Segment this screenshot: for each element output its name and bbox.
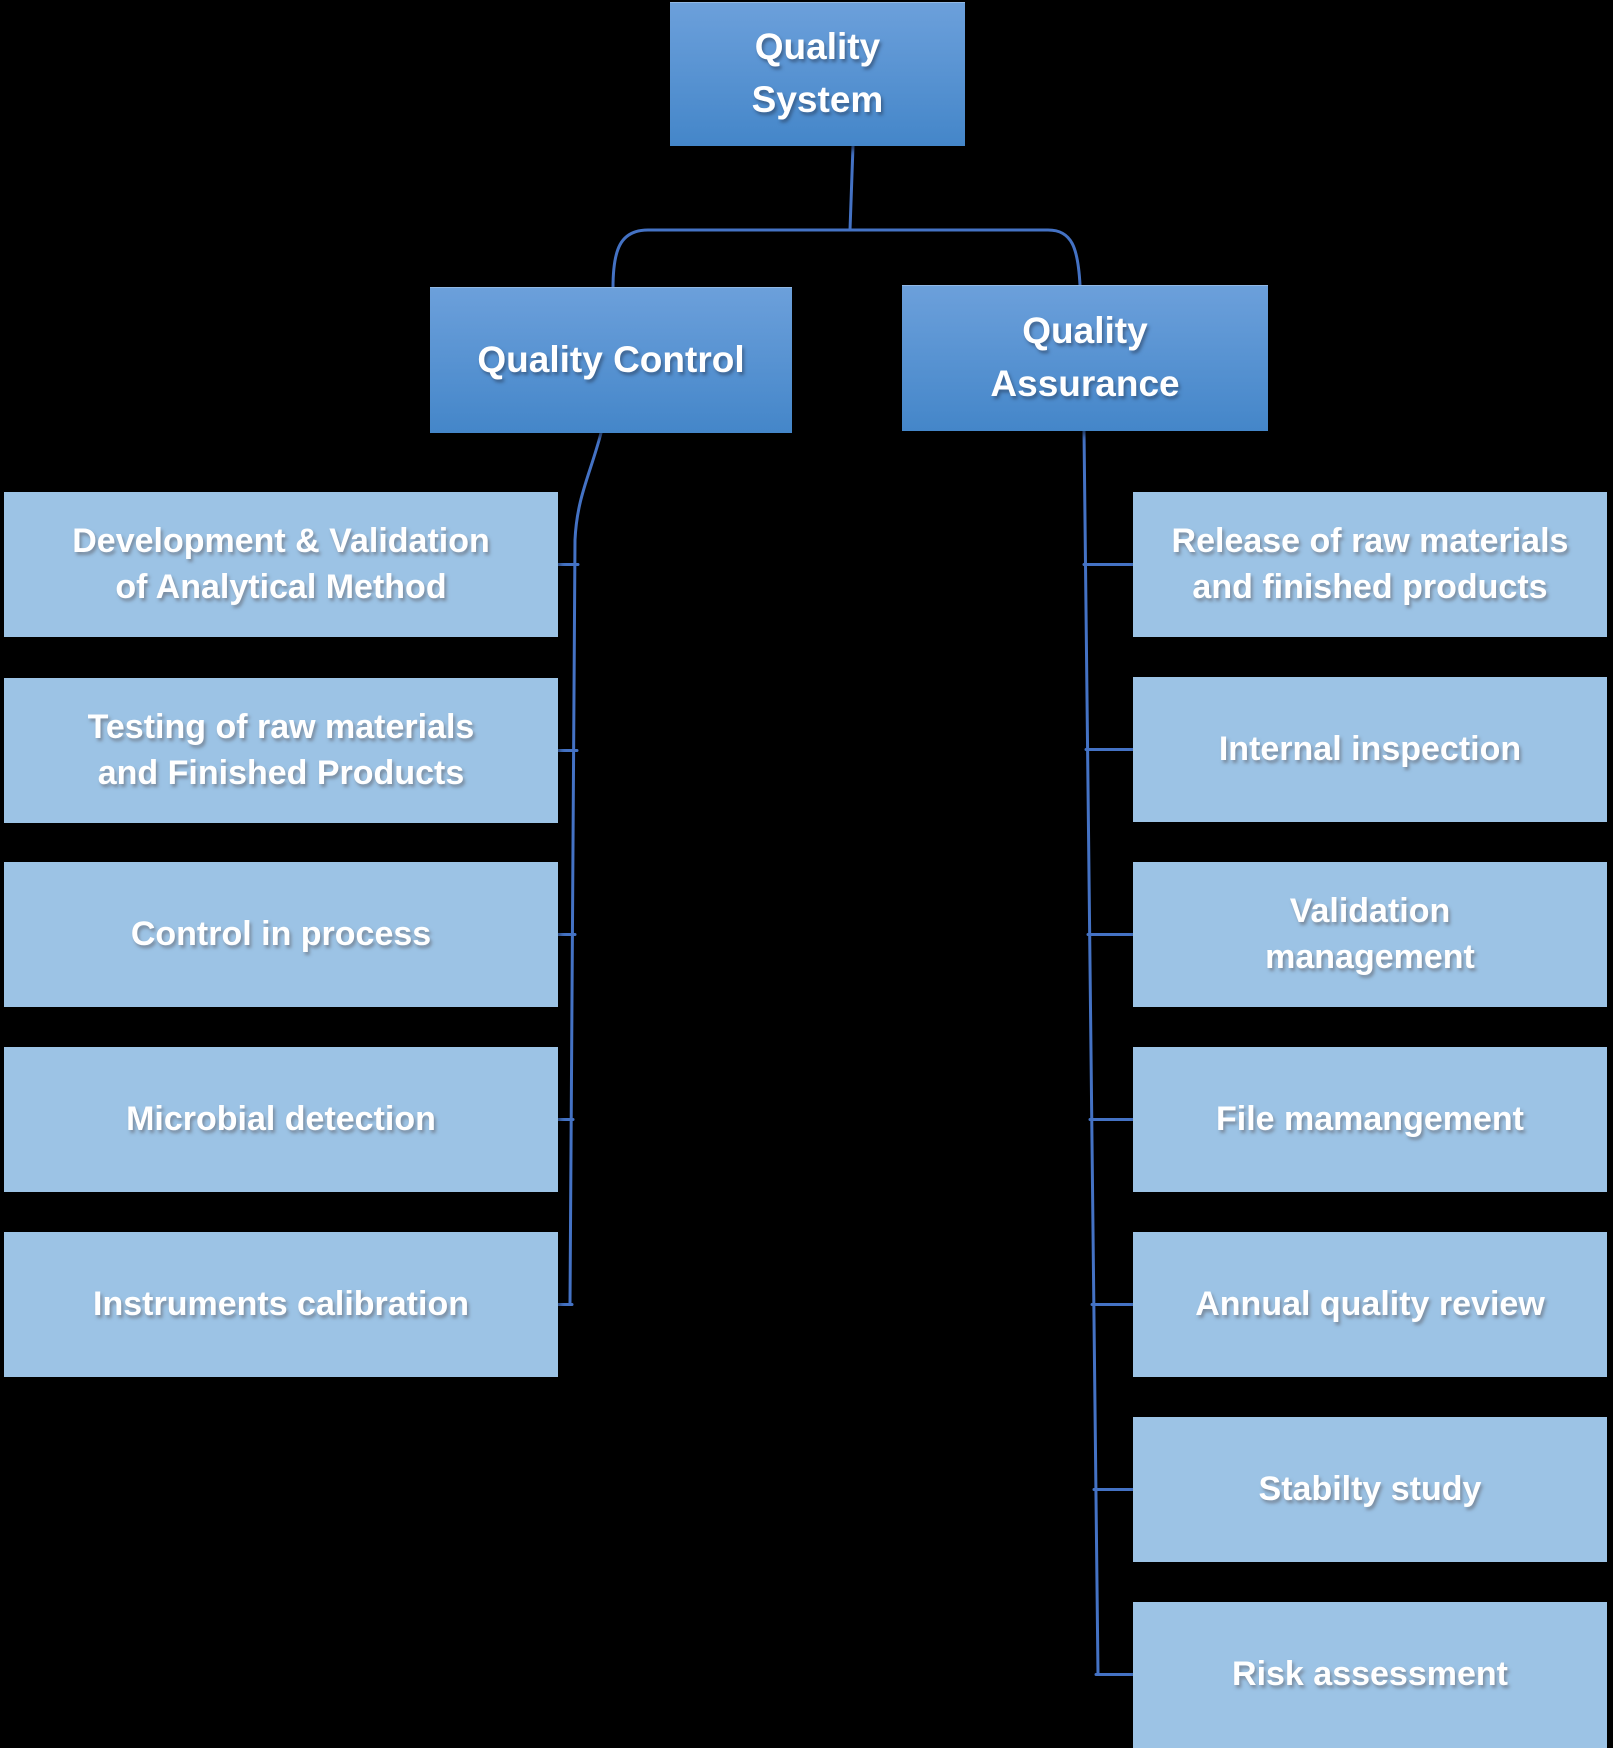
node-control-in-process: Control in process <box>4 862 558 1007</box>
connector-branch-bar <box>611 228 1082 290</box>
connector-left-trunk <box>568 431 603 1306</box>
connector-root-trunk <box>848 144 855 232</box>
node-stability-study: Stabilty study <box>1133 1417 1607 1562</box>
node-quality-assurance: Quality Assurance <box>902 285 1268 431</box>
node-internal-inspection: Internal inspection <box>1133 677 1607 822</box>
node-annual-quality-review: Annual quality review <box>1133 1232 1607 1377</box>
node-release-raw-materials: Release of raw materials and finished pr… <box>1133 492 1607 637</box>
node-quality-system: Quality System <box>670 2 965 146</box>
connector-right-trunk <box>1082 429 1100 1676</box>
node-quality-control: Quality Control <box>430 287 792 433</box>
node-risk-assessment: Risk assessment <box>1133 1602 1607 1748</box>
node-development-validation: Development & Validation of Analytical M… <box>4 492 558 637</box>
node-validation-management: Validation management <box>1133 862 1607 1007</box>
node-testing-raw-materials: Testing of raw materials and Finished Pr… <box>4 678 558 823</box>
node-microbial-detection: Microbial detection <box>4 1047 558 1192</box>
node-file-management: File mamangement <box>1133 1047 1607 1192</box>
node-instruments-calibration: Instruments calibration <box>4 1232 558 1377</box>
